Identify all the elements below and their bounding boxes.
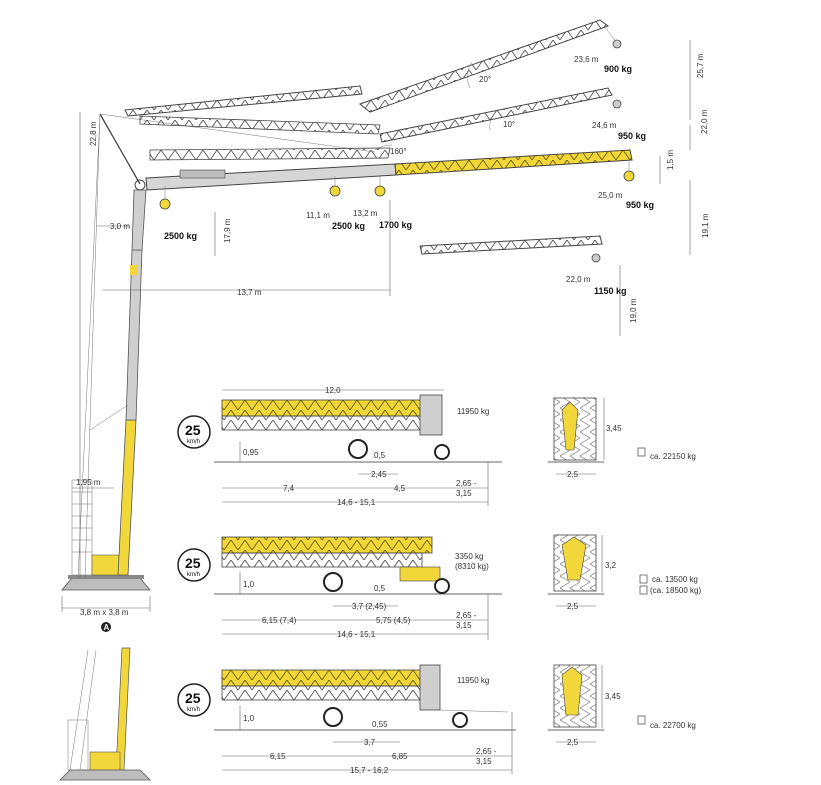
counterweight-stack — [71, 479, 93, 576]
row1-axle-spacing: 2,45 — [371, 470, 387, 479]
row2-rear-span: 6,15 (7,4) — [262, 616, 297, 625]
jib-lower — [419, 235, 603, 255]
row3-overhang-a: 2,65 - — [476, 747, 497, 756]
weight-icon — [637, 447, 646, 457]
row3-end-height: 3,45 — [605, 692, 621, 701]
speed-badge-3 — [177, 683, 211, 717]
angle-10-label: 10° — [503, 120, 515, 129]
jib10-load: 950 kg — [618, 131, 646, 141]
jib10-radius: 24,6 m — [592, 121, 617, 130]
jib20-load: 900 kg — [604, 64, 632, 74]
hook-mid-radius: 11,1 m — [306, 211, 330, 220]
transport-row-3: 25 km/h — [177, 664, 646, 774]
row2-end-height: 3,2 — [605, 561, 617, 570]
jib-folded-mid — [139, 115, 381, 135]
lower-height: 19,0 m — [629, 298, 638, 323]
row2-total-weight-alt: (ca. 18500 kg) — [650, 586, 701, 595]
speed-badge-2 — [177, 548, 211, 582]
row3-end-width: 2,5 — [567, 738, 579, 747]
erected-crane — [61, 19, 691, 632]
row3-overhang-b: 3,15 — [476, 757, 492, 766]
row3-front-span: 6,85 — [392, 752, 408, 761]
svg-text:25: 25 — [185, 690, 201, 706]
row2-axle-spacing: 3,7 (2,45) — [352, 602, 387, 611]
jib0-radius: 25,0 m — [598, 191, 623, 200]
speed-badge-1 — [177, 415, 211, 449]
angle-160-label: 160° — [390, 147, 407, 156]
crane-detail-bottom — [59, 647, 151, 781]
jib0-height: 19,1 m — [701, 213, 710, 238]
row1-length: 12,0 — [325, 386, 341, 395]
offset-label: 3,0 m — [110, 222, 130, 231]
jib10-height: 22,0 m — [700, 109, 709, 134]
row2-front-weight: 3350 kg — [455, 552, 483, 561]
jib0-load: 950 kg — [626, 200, 654, 210]
row2-front-weight-alt: (8310 kg) — [455, 562, 489, 571]
lower-load: 1150 kg — [594, 286, 627, 296]
row2-end-width: 2,5 — [567, 602, 579, 611]
main-jib — [145, 149, 633, 191]
row2-total-weight: ca. 13500 kg — [652, 575, 698, 584]
transport-row-1: 25 km/h — [177, 389, 646, 506]
jib-20deg — [358, 19, 622, 113]
angle-20-label: 20° — [479, 75, 491, 84]
base-size: 3,8 m x 3,8 m — [80, 608, 129, 617]
row2-front-height: 1,0 — [243, 580, 255, 589]
row1-overhang-a: 2,65 - — [456, 479, 477, 488]
radius-13-7: 13,7 m — [237, 288, 262, 297]
marker-a-label: A — [104, 623, 110, 632]
row2-overall: 14,6 - 15,1 — [337, 630, 376, 639]
row1-front-span: 4,5 — [394, 484, 406, 493]
mast-lower — [117, 419, 137, 576]
jib-folded-lower — [149, 147, 391, 161]
row2-overhang-b: 3,15 — [456, 621, 472, 630]
lower-radius: 22,0 m — [566, 275, 591, 284]
row1-axle-gap: 0,5 — [374, 451, 386, 460]
row1-end-height: 3,45 — [606, 424, 622, 433]
svg-text:25: 25 — [185, 555, 201, 571]
row1-total-weight: ca. 22150 kg — [650, 452, 696, 461]
jib-10deg — [379, 87, 622, 143]
row2-axle-gap: 0,5 — [374, 584, 386, 593]
row1-overhang-b: 3,15 — [456, 489, 472, 498]
row3-overall: 15,7 - 16,2 — [350, 766, 389, 775]
transport-row-2: 25 km/h — [177, 534, 648, 640]
row1-overall: 14,6 - 15,1 — [337, 498, 376, 507]
row1-end-width: 2,5 — [567, 470, 579, 479]
row3-rear-span: 6,15 — [270, 752, 286, 761]
row1-front-weight: 11950 kg — [457, 407, 489, 416]
jib20-height: 25,7 m — [696, 53, 705, 78]
row3-axle-spacing: 3,7 — [364, 738, 376, 747]
svg-text:km/h: km/h — [187, 439, 200, 445]
row3-front-weight: 11950 kg — [457, 676, 489, 685]
hook-near-load: 2500 kg — [164, 231, 197, 241]
hook-mid-load: 2500 kg — [332, 221, 365, 231]
row3-front-height: 1,0 — [243, 714, 255, 723]
marker-a — [101, 622, 111, 632]
jib0-gap: 1,5 m — [666, 150, 675, 170]
row1-rear-span: 7,4 — [283, 484, 295, 493]
hook-blocks — [159, 160, 635, 210]
crane-base — [61, 577, 151, 591]
row2-front-span: 5,75 (4,5) — [376, 616, 411, 625]
svg-text:25: 25 — [185, 422, 201, 438]
mast-height-label: 22,8 m — [89, 121, 98, 146]
row3-axle-gap: 0,55 — [372, 720, 388, 729]
hook-mid2-radius: 13,2 m — [353, 209, 378, 218]
jib20-radius: 23,6 m — [574, 55, 599, 64]
jib-folded-upper — [124, 85, 363, 117]
hook-near-height: 17,9 m — [223, 218, 232, 243]
base-width: 1,95 m — [76, 478, 101, 487]
mast-upper — [131, 189, 147, 251]
end-view-3 — [553, 664, 597, 728]
svg-text:km/h: km/h — [187, 707, 200, 713]
row2-overhang-a: 2,65 - — [456, 611, 477, 620]
row1-front-height: 0,95 — [243, 448, 259, 457]
mast-middle — [125, 249, 143, 421]
svg-text:km/h: km/h — [187, 572, 200, 578]
hook-mid2-load: 1700 kg — [379, 220, 412, 230]
row3-total-weight: ca. 22700 kg — [650, 721, 696, 730]
